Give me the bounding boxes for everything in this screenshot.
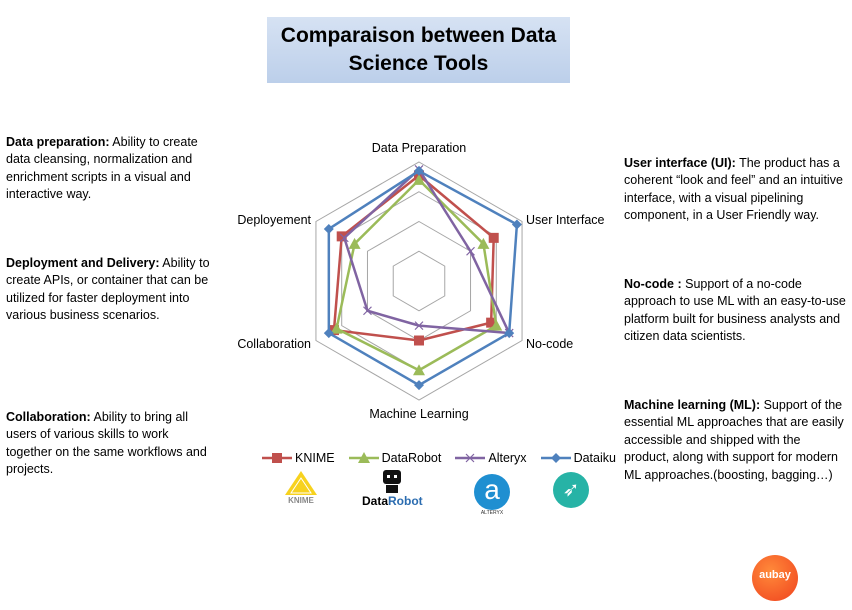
legend-item-datarobot: DataRobot bbox=[348, 451, 442, 465]
grid-ring bbox=[315, 161, 523, 401]
data-point-square bbox=[336, 231, 347, 242]
alteryx-logo-text: ALTERYX bbox=[480, 510, 504, 516]
axis-label: Deployement bbox=[237, 213, 311, 227]
axis-label: Machine Learning bbox=[369, 407, 468, 421]
data-point-square bbox=[414, 335, 424, 346]
desc-text: Ability to bring all users of various sk… bbox=[6, 410, 207, 477]
aubay-logo: aubay bbox=[752, 555, 798, 601]
legend-label: KNIME bbox=[295, 451, 335, 465]
data-point-triangle bbox=[330, 322, 343, 334]
data-point-diamond bbox=[323, 328, 334, 339]
legend-marker-icon bbox=[455, 453, 486, 463]
data-point-square bbox=[486, 317, 497, 328]
axis-label: No-code bbox=[526, 337, 573, 351]
slide-title: Comparaison between Data Science Tools bbox=[267, 17, 570, 83]
data-point-triangle bbox=[413, 173, 425, 185]
legend-label: DataRobot bbox=[381, 451, 442, 465]
desc-text: The product has a coherent “look and fee… bbox=[624, 156, 843, 223]
desc-deployment: Deployment and Delivery: Ability to crea… bbox=[6, 255, 216, 325]
aubay-logo-text: aubay bbox=[752, 555, 798, 601]
desc-term: No-code : bbox=[624, 277, 682, 291]
legend-label: Dataiku bbox=[573, 451, 616, 465]
legend-label: Alteryx bbox=[488, 451, 527, 465]
legend-item-alteryx: Alteryx bbox=[455, 451, 527, 465]
data-point-diamond bbox=[414, 380, 424, 391]
bird-icon: ➶ bbox=[553, 472, 589, 508]
legend-item-dataiku: Dataiku bbox=[540, 451, 616, 465]
alteryx-a-icon: a bbox=[474, 474, 510, 510]
desc-text: Support of a no-code approach to use ML … bbox=[624, 277, 846, 344]
data-point-triangle bbox=[413, 364, 425, 376]
desc-term: Data preparation: bbox=[6, 135, 110, 149]
data-point-diamond bbox=[504, 328, 515, 339]
legend-marker-icon bbox=[540, 453, 571, 463]
knime-logo-text: KNIME bbox=[288, 496, 314, 505]
data-point-triangle bbox=[348, 237, 361, 249]
desc-machine-learning: Machine learning (ML): Support of the es… bbox=[624, 397, 849, 484]
grid-ring bbox=[366, 220, 472, 342]
desc-no-code: No-code : Support of a no-code approach … bbox=[624, 276, 849, 346]
desc-term: Deployment and Delivery: bbox=[6, 256, 160, 270]
data-point-diamond bbox=[414, 165, 424, 176]
legend-item-knime: KNIME bbox=[262, 451, 335, 465]
grid-ring bbox=[392, 250, 446, 312]
dataiku-logo: ➶ bbox=[553, 472, 589, 508]
data-point-x bbox=[466, 246, 475, 256]
data-point-triangle bbox=[490, 319, 503, 331]
desc-collaboration: Collaboration: Ability to bring all user… bbox=[6, 409, 211, 479]
desc-term: User interface (UI): bbox=[624, 156, 736, 170]
data-point-square bbox=[488, 232, 499, 243]
data-point-x bbox=[414, 321, 424, 331]
legend-marker-icon bbox=[348, 452, 379, 463]
datarobot-text-b: Robot bbox=[388, 494, 423, 508]
desc-user-interface: User interface (UI): The product has a c… bbox=[624, 155, 849, 225]
desc-term: Collaboration: bbox=[6, 410, 91, 424]
desc-text: Support of the essential ML approaches t… bbox=[624, 398, 844, 482]
axis-label: Collaboration bbox=[237, 337, 311, 351]
data-point-x bbox=[339, 233, 349, 243]
knime-logo: KNIME bbox=[284, 470, 318, 505]
datarobot-text-a: Data bbox=[362, 494, 389, 508]
knime-triangle-icon bbox=[285, 471, 317, 495]
data-point-triangle bbox=[477, 237, 490, 249]
data-point-diamond bbox=[323, 223, 334, 234]
data-point-diamond bbox=[511, 219, 522, 230]
chart-legend: KNIME DataRobot Alteryx Dataiku bbox=[262, 451, 616, 465]
desc-data-preparation: Data preparation: Ability to create data… bbox=[6, 134, 221, 204]
desc-term: Machine learning (ML): bbox=[624, 398, 761, 412]
robot-icon bbox=[383, 470, 402, 484]
legend-marker-icon bbox=[262, 453, 292, 463]
axis-label: Data Preparation bbox=[372, 141, 467, 155]
desc-text: Ability to create data cleansing, normal… bbox=[6, 135, 198, 202]
axis-label: User Interface bbox=[526, 213, 605, 227]
desc-text: Ability to create APIs, or container tha… bbox=[6, 256, 210, 323]
data-point-x bbox=[363, 306, 372, 316]
datarobot-logo: DataRobot bbox=[362, 470, 423, 508]
series-line-knime bbox=[332, 174, 495, 342]
alteryx-logo: a ALTERYX bbox=[474, 474, 510, 516]
